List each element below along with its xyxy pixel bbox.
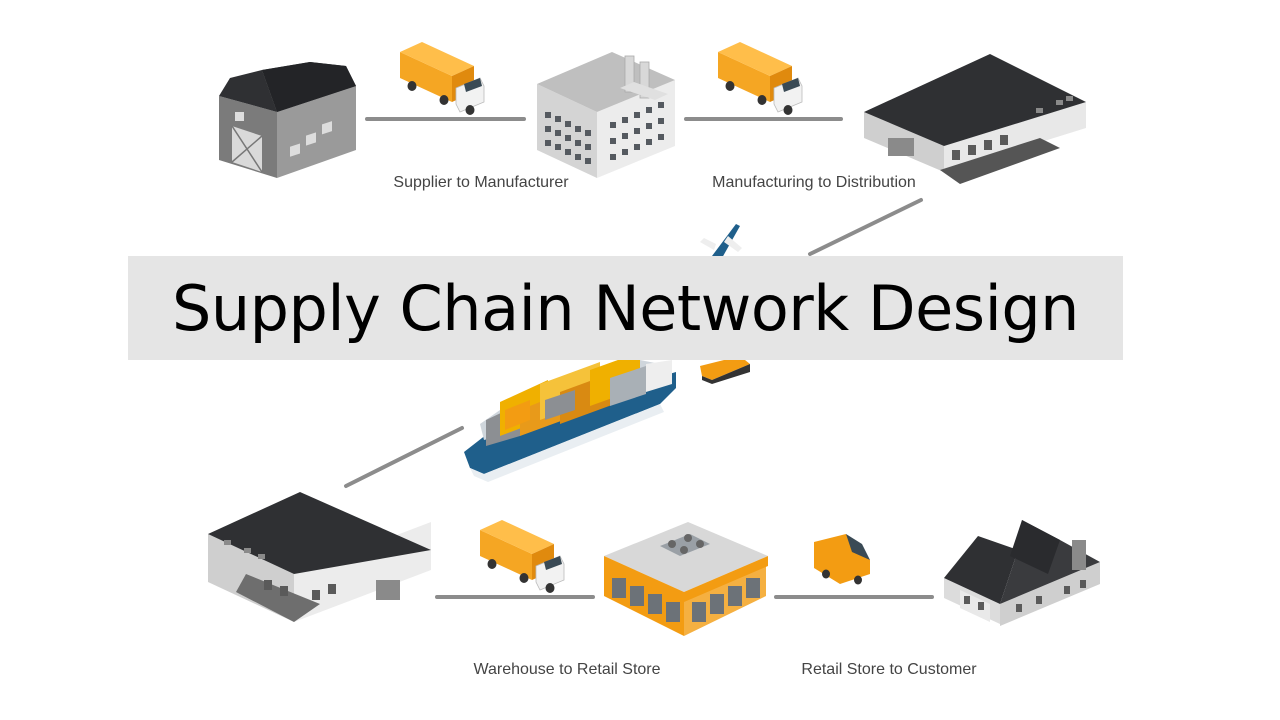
caption-supplier-to-manufacturer: Supplier to Manufacturer: [393, 174, 569, 191]
connector-lines: [344, 117, 934, 599]
train-icon: [700, 356, 750, 384]
connector-ship-warehouse: [344, 426, 464, 488]
distribution-center-icon: [864, 54, 1086, 184]
caption-retail-store-to-customer: Retail Store to Customer: [801, 661, 977, 678]
factory-icon: [537, 52, 675, 178]
title-banner: Supply Chain Network Design: [128, 256, 1123, 360]
warehouse-icon: [208, 492, 431, 622]
caption-manufacturing-to-distribution: Manufacturing to Distribution: [712, 174, 916, 191]
truck-icon: [717, 41, 803, 116]
page-title: Supply Chain Network Design: [172, 271, 1079, 345]
caption-warehouse-to-retail-store: Warehouse to Retail Store: [473, 661, 661, 678]
truck-icon: [479, 519, 565, 594]
retail-store-icon: [604, 522, 768, 636]
barn-icon: [219, 62, 356, 178]
container-ship-icon: [464, 352, 676, 482]
house-icon: [944, 520, 1100, 626]
truck-icon: [399, 41, 485, 116]
airplane-icon: [700, 224, 742, 258]
delivery-van-icon: [814, 534, 870, 585]
connector-distribution-diagonal: [808, 198, 923, 256]
